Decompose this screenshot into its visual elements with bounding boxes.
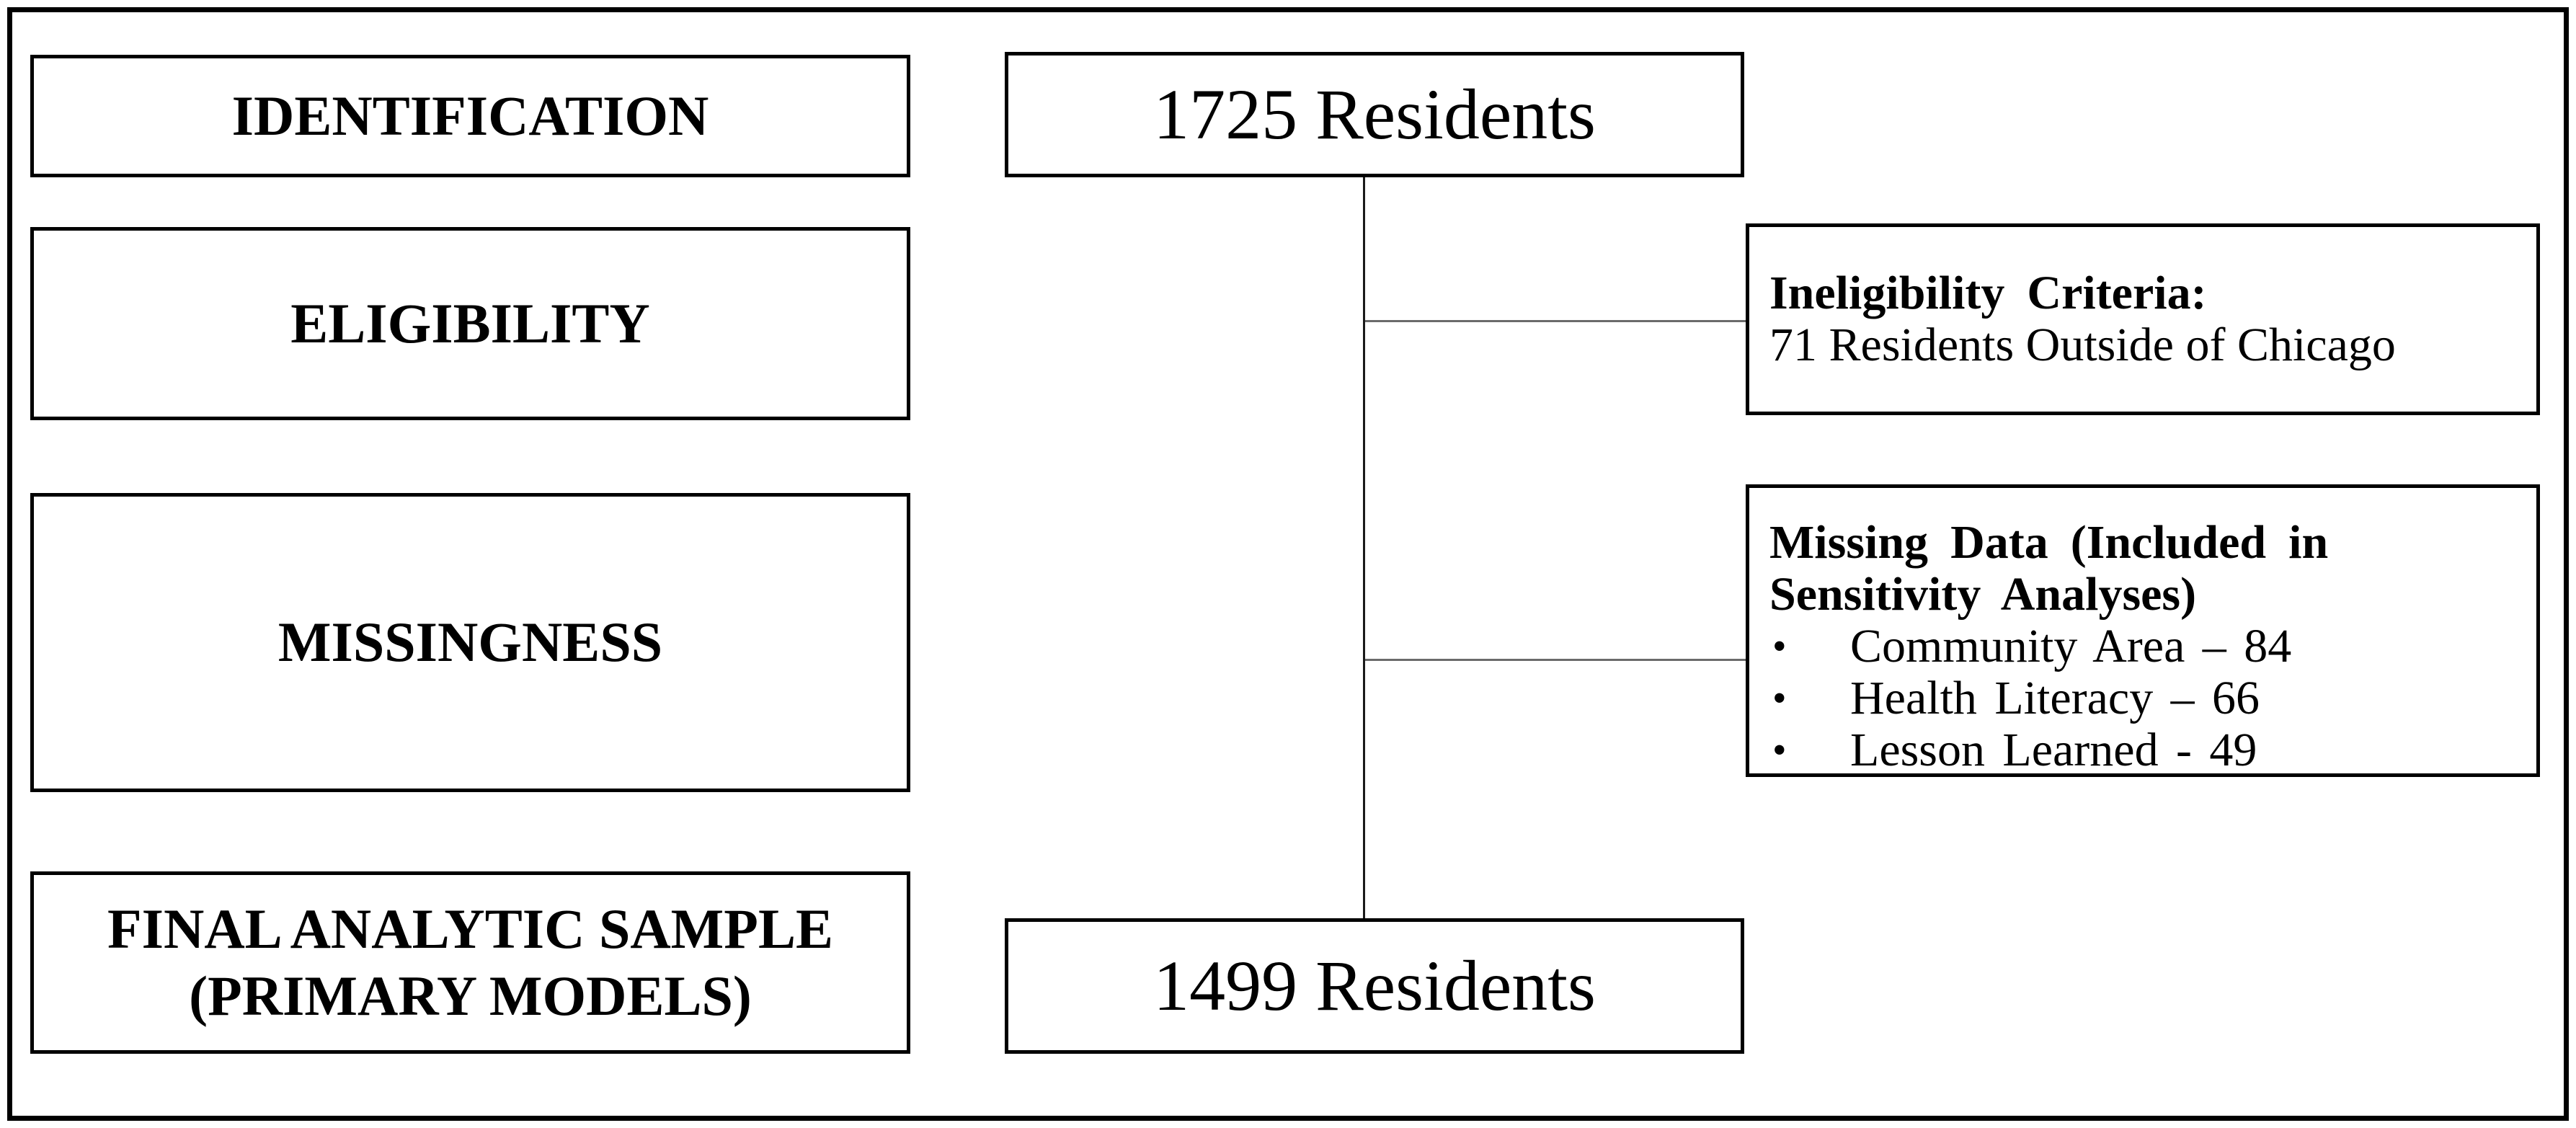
node-box-start-count: 1725 Residents <box>1005 52 1744 177</box>
stage-label: MISSINGNESS <box>277 610 663 674</box>
list-item: • Lesson Learned - 49 <box>1769 724 2529 776</box>
missing-data-list: • Community Area – 84 • Health Literacy … <box>1769 621 2529 776</box>
exclusion-box-missing-data: Missing Data (Included in Sensitivity An… <box>1746 484 2540 777</box>
list-item-text: Lesson Learned - 49 <box>1850 724 2257 776</box>
stage-label: ELIGIBILITY <box>290 291 650 355</box>
stage-box-final-analytic-sample: FINAL ANALYTIC SAMPLE (PRIMARY MODELS) <box>30 871 910 1054</box>
stage-label-line-1: FINAL ANALYTIC SAMPLE <box>107 897 833 961</box>
stage-box-eligibility: ELIGIBILITY <box>30 227 910 420</box>
bullet-icon: • <box>1772 676 1787 721</box>
start-count-label: 1725 Residents <box>1153 74 1596 154</box>
stage-box-identification: IDENTIFICATION <box>30 55 910 177</box>
final-count-label: 1499 Residents <box>1153 946 1596 1026</box>
stage-box-missingness: MISSINGNESS <box>30 493 910 792</box>
exclusion-title-line-1: Missing Data (Included in <box>1769 516 2329 569</box>
stage-label: IDENTIFICATION <box>231 84 709 147</box>
exclusion-box-ineligibility: Ineligibility Criteria: 71 Residents Out… <box>1746 223 2540 415</box>
list-item: • Health Literacy – 66 <box>1769 672 2529 724</box>
node-box-final-count: 1499 Residents <box>1005 918 1744 1054</box>
bullet-icon: • <box>1772 728 1787 773</box>
exclusion-title-line-2: Sensitivity Analyses) <box>1769 568 2197 621</box>
exclusion-detail: 71 Residents Outside of Chicago <box>1769 319 2396 371</box>
exclusion-title: Ineligibility Criteria: <box>1769 267 2207 319</box>
stage-label-line-2: (PRIMARY MODELS) <box>189 964 752 1027</box>
diagram-border-frame <box>7 7 2569 1121</box>
connector-branch-missing-data <box>1365 659 1746 661</box>
list-item: • Community Area – 84 <box>1769 621 2529 672</box>
list-item-text: Community Area – 84 <box>1850 620 2292 672</box>
bullet-icon: • <box>1772 624 1787 669</box>
list-item-text: Health Literacy – 66 <box>1850 672 2260 724</box>
connector-branch-ineligibility <box>1365 320 1746 322</box>
connector-vertical-spine <box>1363 177 1365 919</box>
